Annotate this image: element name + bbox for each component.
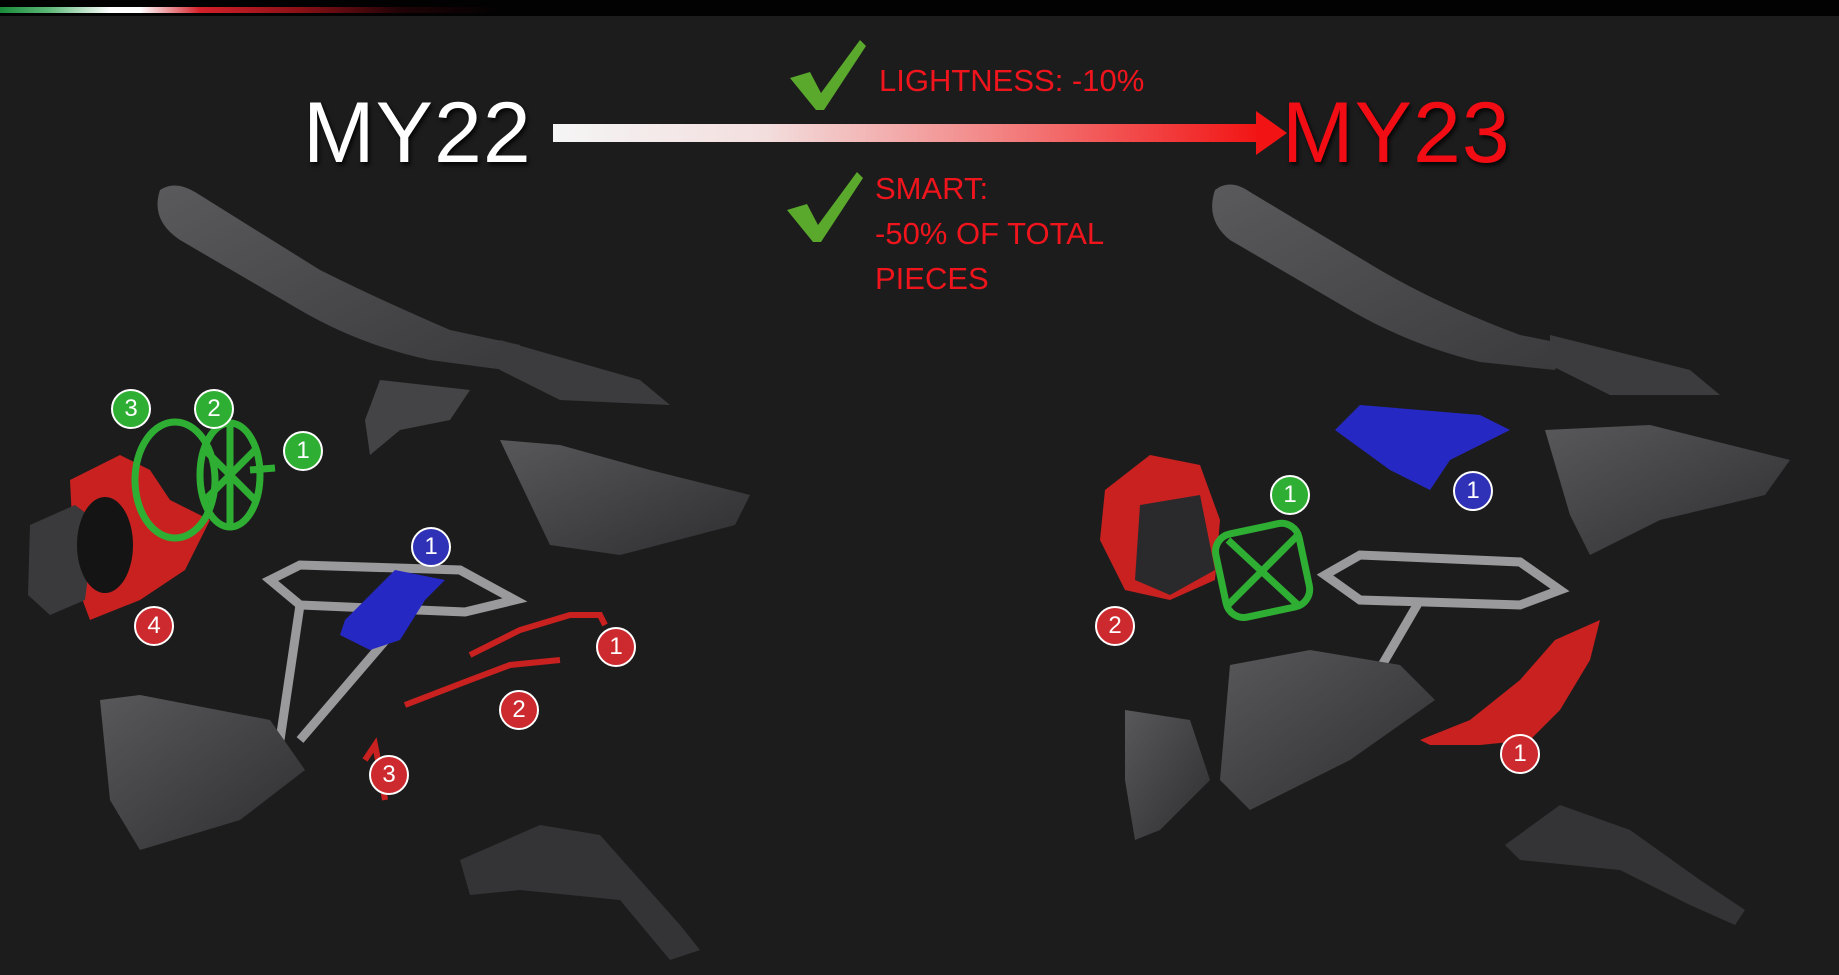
to-model-label: MY23 (1282, 85, 1511, 181)
italian-flag-stripe (0, 7, 500, 13)
my22-side-panel-left (100, 695, 305, 850)
my22-seat (157, 185, 670, 405)
my22-blue-bracket (340, 570, 445, 650)
my23-side-panel-center (1220, 650, 1435, 810)
smart-claim-line: SMART: (875, 171, 989, 206)
my23-side-panel-right (1545, 425, 1790, 555)
part-badge-red: 4 (134, 606, 174, 646)
my23-airbox-inlet (1135, 495, 1215, 595)
checkmark-icon (787, 172, 863, 242)
part-badge-green: 2 (194, 389, 234, 429)
my23-seat (1212, 184, 1720, 395)
part-badge-red: 2 (1095, 606, 1135, 646)
my23-filter-cage-green (1212, 519, 1314, 621)
smart-claim-line: -50% OF TOTAL (875, 216, 1105, 251)
part-badge-red: 3 (369, 755, 409, 795)
my22-side-panel-right (500, 440, 750, 555)
part-badge-green: 1 (283, 431, 323, 471)
part-badge-green: 1 (1270, 475, 1310, 515)
my22-airbox-opening (77, 497, 133, 593)
my23-red-fender (1420, 620, 1600, 745)
from-model-label: MY22 (303, 85, 532, 181)
my23-blue-bracket (1335, 405, 1510, 490)
my23-side-panel-left (1125, 710, 1210, 840)
my22-rear-fender (365, 380, 470, 455)
my22-grab-handle (460, 825, 700, 960)
part-badge-red: 1 (596, 627, 636, 667)
my22-filter-cage-green (131, 418, 276, 542)
smart-claim: SMART: -50% OF TOTAL PIECES (875, 166, 1175, 301)
progress-arrow-head (1256, 111, 1287, 155)
part-badge-blue: 1 (411, 527, 451, 567)
part-badge-red: 1 (1500, 734, 1540, 774)
smart-claim-line: PIECES (875, 261, 989, 296)
part-badge-green: 3 (111, 389, 151, 429)
part-badge-red: 2 (499, 690, 539, 730)
progress-arrow-bar (553, 124, 1259, 142)
checkmark-icon (790, 40, 866, 110)
my23-grab-handle (1505, 805, 1745, 925)
part-badge-blue: 1 (1453, 471, 1493, 511)
lightness-claim: LIGHTNESS: -10% (879, 63, 1145, 98)
